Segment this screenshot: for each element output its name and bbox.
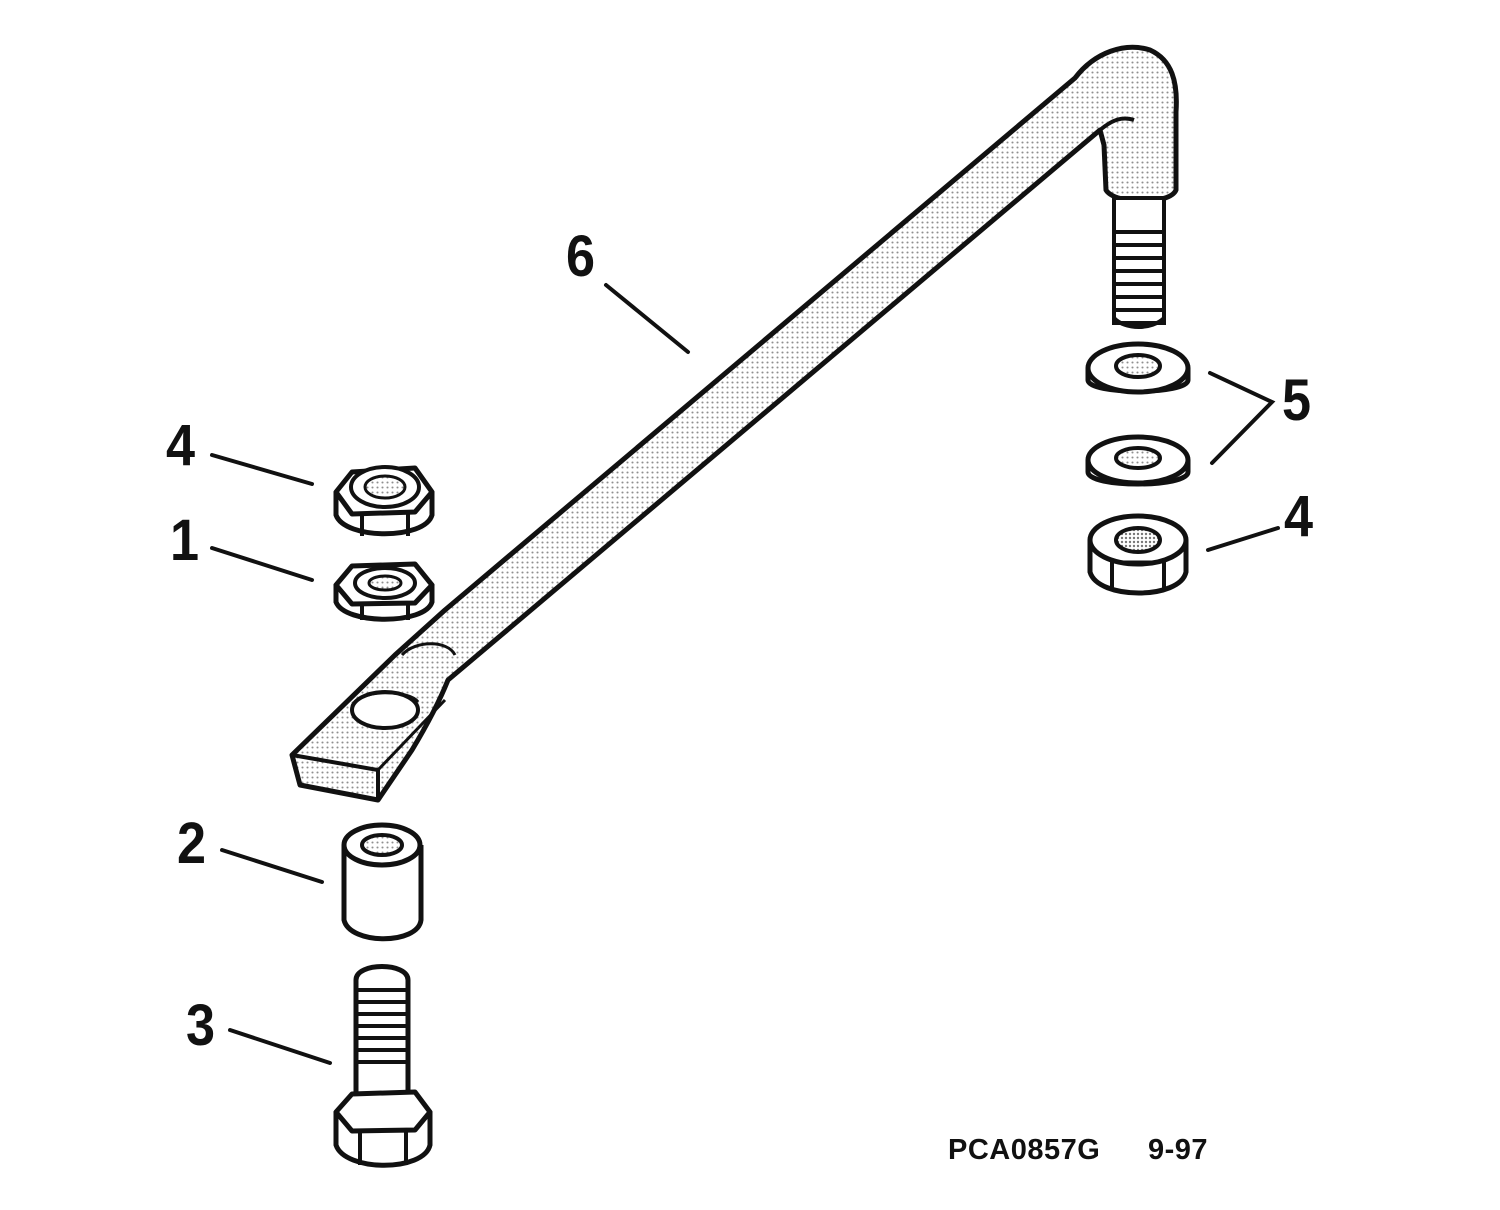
leader-lines <box>210 283 1280 1065</box>
callout-3: 3 <box>186 993 216 1058</box>
lock-nut-left-part-4 <box>333 465 435 537</box>
callout-2: 2 <box>177 811 207 876</box>
leader-line-3 <box>228 1028 332 1065</box>
washer-lower-part-5 <box>1085 434 1191 487</box>
figure-code: PCA0857G <box>948 1134 1101 1166</box>
callout-1: 1 <box>170 508 200 573</box>
figure-date: 9-97 <box>1148 1134 1209 1166</box>
leader-line-5 <box>1208 371 1276 465</box>
tie-bar-part-6 <box>289 44 1179 803</box>
lock-nut-right-part-4 <box>1087 513 1189 596</box>
leader-line-1 <box>210 546 314 582</box>
callout-6: 6 <box>566 224 596 289</box>
washer-upper-part-5 <box>1085 341 1191 395</box>
callout-4-left: 4 <box>166 413 196 478</box>
jam-nut-part-1 <box>333 561 435 622</box>
leader-line-2 <box>220 848 324 884</box>
leader-line-4-left <box>210 453 314 486</box>
callout-4-right: 4 <box>1284 484 1314 549</box>
bolt-part-3 <box>333 964 433 1168</box>
leader-line-6 <box>604 283 690 354</box>
leader-line-4-right <box>1206 526 1280 552</box>
callout-5: 5 <box>1282 368 1312 433</box>
spacer-bushing-part-2 <box>341 822 424 942</box>
